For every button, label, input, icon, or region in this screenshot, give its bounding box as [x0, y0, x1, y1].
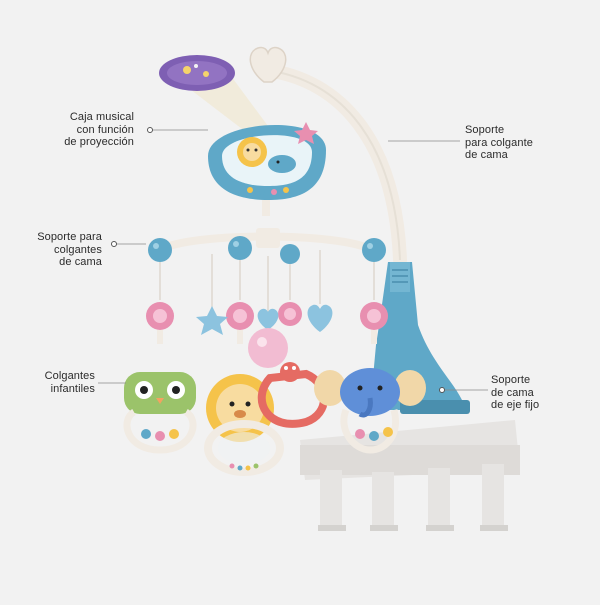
label-bed-holder: Soporte para colgante de cama: [465, 124, 533, 161]
flower-charms: [146, 302, 388, 344]
leader-dot: [147, 127, 153, 133]
label-hanging-toys: Colgantes infantiles: [44, 370, 95, 395]
leader-lines: [98, 129, 488, 391]
pink-ball: [248, 328, 288, 368]
projection-beam: [159, 55, 268, 132]
crossbar: [148, 228, 386, 264]
heart-icon: [249, 46, 287, 83]
crossbar-ball-2: [228, 236, 252, 260]
label-arm-holder: Soporte para colgantes de cama: [37, 231, 102, 268]
lion-rattle: [204, 374, 284, 476]
music-box: [208, 122, 326, 216]
label-fixed-axis: Soporte de cama de eje fijo: [491, 374, 540, 411]
crossbar-ball-4: [362, 238, 386, 262]
star-charm: [196, 306, 228, 335]
heart-charm-2: [257, 308, 279, 330]
mobile-arm: [259, 63, 407, 267]
leader-dot: [439, 387, 445, 393]
heart-charm: [307, 304, 333, 332]
label-music-box: Caja musical con función de proyección: [64, 111, 134, 148]
owl-rattle: [123, 372, 197, 454]
leader-dot: [111, 241, 117, 247]
crib-rail: [300, 420, 520, 531]
crossbar-ball-3: [280, 244, 300, 264]
elephant-rattle: [314, 368, 426, 454]
crossbar-ball-1: [148, 238, 172, 262]
